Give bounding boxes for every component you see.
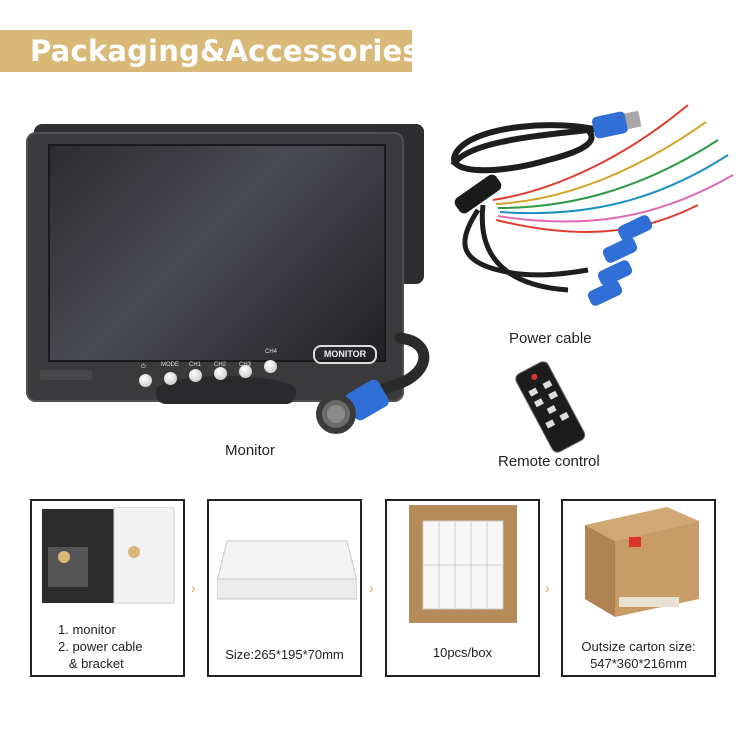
mode-button [164,372,177,385]
power-button-label: ⏻ [141,364,146,370]
ch1-button [189,369,202,382]
power-button [139,374,152,387]
opened-box-image [42,507,175,604]
step-frame-carton-inner: 10pcs/box [385,499,540,677]
arrow-icon: › [369,580,374,596]
ch2-button [214,367,227,380]
monitor-brand-badge: MONITOR [313,345,377,364]
power-cable-image [450,104,734,306]
arrow-icon: › [191,580,196,596]
remote-control-image [515,361,586,453]
aviation-connector-icon [316,379,389,434]
contents-line-1: 1. monitor [58,622,116,637]
step-frame-contents: 1. monitor 2. power cable & bracket [30,499,185,677]
sealed-carton-image [585,507,699,617]
arrow-icon: › [545,580,550,596]
step-frame-carton-outer: Outsize carton size: 547*360*216mm [561,499,716,677]
contents-line-2: 2. power cable [58,639,143,654]
ch-connector-3-icon [597,260,633,286]
ch-connector-4-icon [587,280,623,306]
carton-size-label: Outsize carton size: [581,639,696,654]
section-title: Packaging&Accessories [30,34,420,68]
ch-connector-2-icon [602,237,638,263]
monitor-caption: Monitor [225,442,276,459]
remote-control-caption: Remote control [498,453,600,470]
pieces-per-box-text: 10pcs/box [432,645,493,660]
open-carton-image [409,505,517,623]
section-banner: Packaging&Accessories [0,30,420,72]
white-gift-box-image [217,540,357,600]
carton-size-value: 547*360*216mm [590,656,687,671]
ch1-button-label: CH1 [189,362,202,368]
ch4-button [264,360,277,373]
ch4-button-label: CH4 [265,349,278,355]
mode-button-label: MODE [161,362,179,368]
ch3-button [239,365,252,378]
power-cable-caption: Power cable [509,330,592,347]
ch-connector-1-icon [617,215,653,241]
step-frame-gift-box: Size:265*195*70mm [207,499,362,677]
contents-line-3: & bracket [58,656,124,671]
monitor-image: ⏻ MODE CH1 CH2 CH3 CH4 MONITOR [26,124,424,404]
box-size-text: Size:265*195*70mm [225,647,344,662]
monitor-cable-image [316,332,430,434]
ch2-button-label: CH2 [214,362,227,368]
monitor-speaker-grill [40,370,92,380]
monitor-screen [48,144,386,362]
usb-connector-top-icon [592,110,642,139]
monitor-stand [156,376,296,404]
